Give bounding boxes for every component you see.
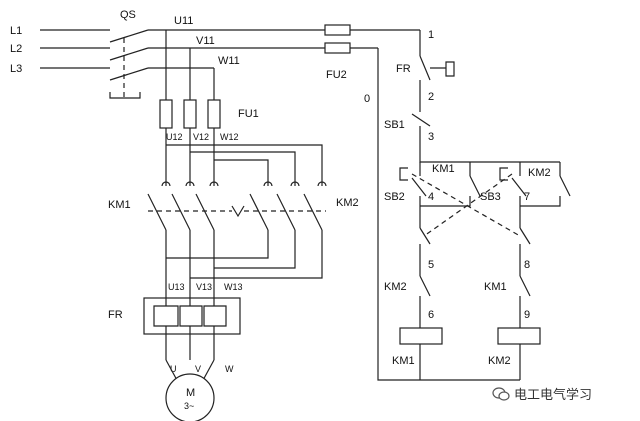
label-v12: V12 (193, 132, 209, 142)
label-node-0: 0 (364, 93, 370, 105)
label-km1-main: KM1 (108, 199, 131, 211)
km1-main-contacts (147, 181, 219, 231)
label-node-5: 5 (428, 259, 434, 271)
label-v13: V13 (196, 282, 212, 292)
watermark: 电工电气学习 (492, 384, 592, 403)
label-km1-aux: KM1 (432, 163, 455, 175)
km2-main-contacts (249, 181, 327, 231)
fu2-fuses (324, 24, 351, 54)
label-node-7: 7 (524, 191, 530, 203)
label-node-9: 9 (524, 309, 530, 321)
motor (165, 359, 215, 421)
label-l1: L1 (10, 25, 22, 37)
label-km2-coil: KM2 (488, 355, 511, 367)
label-u: U (170, 364, 177, 374)
label-l3: L3 (10, 63, 22, 75)
label-w11: W11 (218, 55, 240, 67)
label-km2-aux: KM2 (528, 167, 551, 179)
control-main-branch (411, 30, 560, 163)
mechanical-interlock (148, 205, 326, 218)
label-sb2: SB2 (384, 191, 405, 203)
watermark-text: 电工电气学习 (514, 388, 593, 403)
motor-label-3phase: 3~ (184, 401, 194, 411)
chat-bubble-icon (492, 386, 510, 401)
supply-lines (40, 29, 110, 69)
qs-output-lines (148, 29, 420, 100)
control-return-rail (377, 48, 520, 381)
label-fr-ctrl: FR (396, 63, 411, 75)
label-sb1: SB1 (384, 119, 405, 131)
label-qs: QS (120, 9, 136, 21)
qs-switch (109, 29, 149, 99)
button-interlock-cross (411, 173, 521, 237)
label-fu1: FU1 (238, 108, 259, 120)
label-sb3: SB3 (480, 191, 501, 203)
label-w12: W12 (220, 132, 239, 142)
label-node-6: 6 (428, 309, 434, 321)
label-w13: W13 (224, 282, 243, 292)
contactor-coils (399, 327, 541, 345)
label-km2-main: KM2 (336, 197, 359, 209)
label-node-3: 3 (428, 131, 434, 143)
label-u12: U12 (166, 132, 183, 142)
control-right-branch (499, 162, 571, 380)
label-w: W (225, 364, 234, 374)
main-conductors (165, 128, 323, 186)
label-node-2: 2 (428, 91, 434, 103)
control-left-branch (399, 162, 481, 380)
label-u13: U13 (168, 282, 185, 292)
label-v: V (195, 364, 201, 374)
label-fu2: FU2 (326, 69, 347, 81)
label-node-1: 1 (428, 29, 434, 41)
label-km2-interlock: KM2 (384, 281, 407, 293)
label-node-8: 8 (524, 259, 530, 271)
label-km1-coil: KM1 (392, 355, 415, 367)
fu1-fuses (159, 99, 221, 129)
label-km1-interlock: KM1 (484, 281, 507, 293)
label-u11: U11 (174, 15, 193, 27)
fr-thermal-relay (143, 297, 241, 360)
label-v11: V11 (196, 35, 215, 47)
label-l2: L2 (10, 43, 22, 55)
label-fr-main: FR (108, 309, 123, 321)
contactor-output-lines (165, 230, 323, 298)
label-node-4: 4 (428, 191, 434, 203)
motor-label-m: M (186, 387, 195, 399)
